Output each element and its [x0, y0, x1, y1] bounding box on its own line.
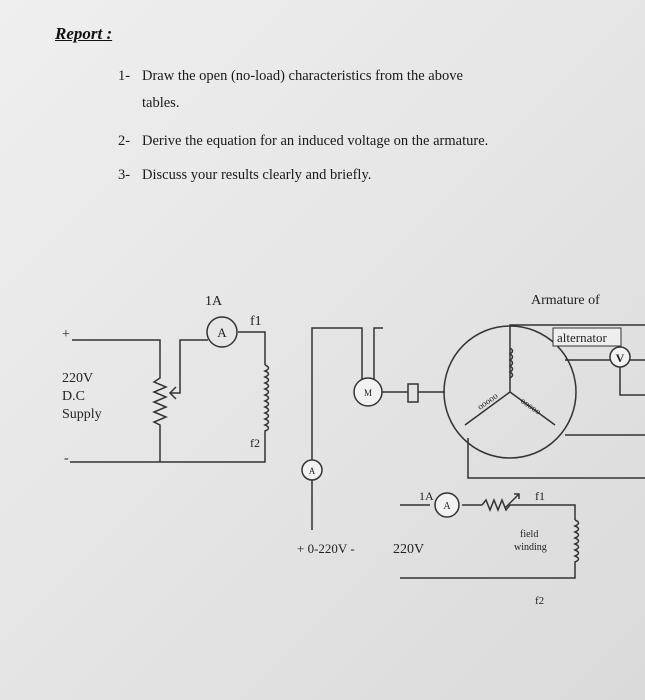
variable-source-label: + 0-220V - [297, 541, 355, 556]
dc-f1-label: f1 [250, 314, 262, 329]
supply-type: D.C [62, 389, 85, 404]
dc-field-ammeter [206, 316, 238, 348]
field-ammeter-symbol: A [443, 501, 451, 512]
question-3-number: 3- [118, 167, 131, 183]
question-3-text: Discuss your results clearly and briefly… [142, 167, 372, 183]
voltmeter-symbol: V [616, 351, 625, 365]
field-ammeter [434, 492, 460, 518]
field-winding-coil [400, 519, 580, 579]
dc-field-current: 1A [205, 294, 223, 309]
question-1-text: Draw the open (no-load) characteristics … [142, 68, 463, 84]
question-1: 1- Draw the open (no-load) characteristic… [118, 68, 463, 85]
field-supply-voltage: 220V [393, 542, 424, 557]
question-2: 2- Derive the equation for an induced vol… [118, 133, 488, 150]
alt-f1-label: f1 [535, 489, 545, 503]
question-2-number: 2- [118, 133, 131, 149]
alt-f2-label: f2 [535, 595, 544, 607]
armature-ammeter-symbol: A [309, 466, 316, 476]
voltmeter [609, 346, 631, 368]
supply-minus: - [64, 451, 69, 466]
question-3: 3- Discuss your results clearly and brief… [118, 167, 371, 184]
dc-f2-label: f2 [250, 436, 260, 450]
supply-voltage: 220V [62, 371, 93, 386]
dc-rheostat [152, 363, 168, 462]
motor-symbol: M [364, 388, 372, 398]
armature-ammeter [301, 459, 323, 481]
supply-label: Supply [62, 407, 102, 422]
question-2-text: Derive the equation for an induced volta… [142, 133, 489, 149]
dc-ammeter-symbol: A [217, 325, 227, 340]
alternator-label-box [552, 327, 622, 347]
dc-motor [353, 377, 383, 407]
field-rheostat [481, 497, 576, 520]
alternator-label: alternator [557, 330, 607, 345]
question-1-number: 1- [118, 68, 131, 84]
armature-label: Armature of [531, 293, 600, 308]
question-1-continuation: tables. [142, 95, 180, 111]
alt-field-current: 1A [419, 489, 434, 503]
report-heading: Report : [55, 24, 113, 43]
supply-plus: + [62, 327, 70, 342]
field-label-line2: winding [514, 542, 547, 553]
field-label-line1: field [520, 529, 538, 540]
dc-field-coil [263, 364, 270, 438]
